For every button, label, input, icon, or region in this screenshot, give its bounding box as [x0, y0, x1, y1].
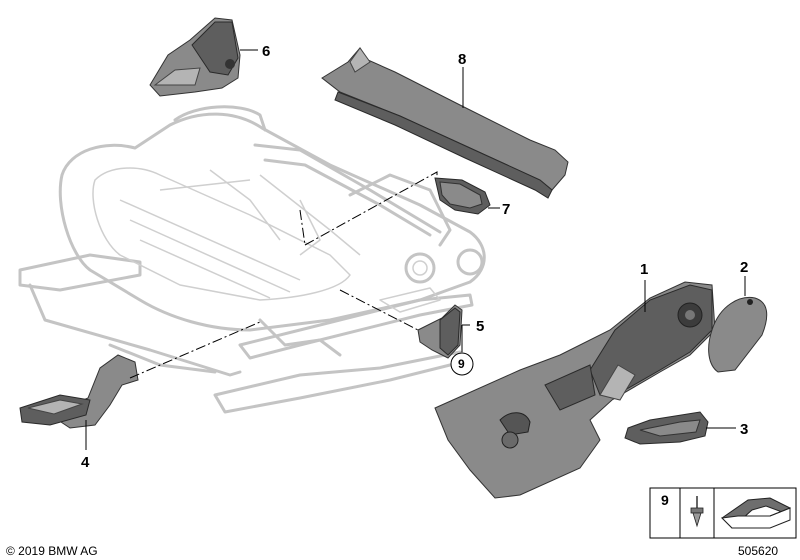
callout-1: 1	[640, 261, 648, 278]
rivet-icon	[690, 496, 704, 528]
assembly-lines	[129, 171, 438, 379]
callout-8: 8	[458, 51, 466, 68]
part-5-bracket	[417, 304, 463, 359]
part-8-support-beam	[321, 47, 569, 199]
callout-7: 7	[502, 201, 510, 218]
part-1-side-trim	[434, 281, 716, 499]
callout-2: 2	[740, 259, 748, 276]
callout-9-circled: 9	[458, 357, 465, 371]
part-6-cover	[149, 17, 241, 97]
part-4-lever	[19, 354, 139, 429]
callout-3: 3	[740, 421, 748, 438]
callout-6: 6	[262, 43, 270, 60]
diagram-number: 505620	[738, 544, 778, 558]
callout-9-circle	[450, 352, 474, 376]
part-2-knob-cover	[708, 296, 768, 373]
trim-tool-icon	[720, 497, 792, 529]
leader-lines	[85, 49, 746, 450]
legend-item-number: 9	[661, 492, 669, 508]
copyright-text: © 2019 BMW AG	[6, 544, 98, 558]
legend-box: 9	[649, 487, 797, 539]
callout-5: 5	[476, 318, 484, 335]
part-7-module	[434, 177, 491, 215]
part-3-switch	[624, 411, 709, 445]
callout-4: 4	[81, 454, 90, 471]
callouts: 6 8 7 5 9 4 1 2 3	[81, 43, 748, 471]
seat-frame	[18, 105, 486, 414]
